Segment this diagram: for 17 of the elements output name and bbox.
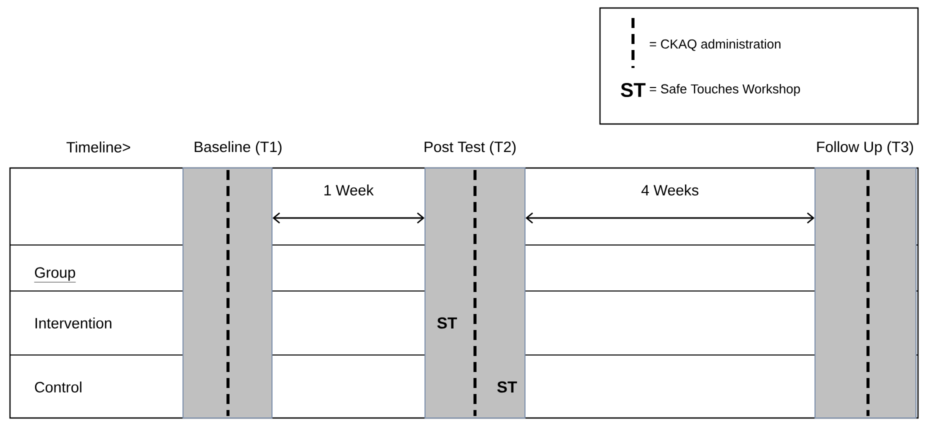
- row-label: Control: [34, 382, 82, 392]
- time-band: Post Test (T2) ST ST: [424, 141, 526, 418]
- node-label: Post Test (T2): [424, 141, 516, 156]
- arrow: [272, 212, 424, 224]
- node-label: Follow Up (T3): [817, 141, 914, 156]
- row-label: Intervention: [36, 318, 112, 328]
- node-label: Baseline (T1): [194, 141, 282, 156]
- legend-entry: = Safe Touches Workshop: [650, 84, 800, 96]
- column-heading: Group: [34, 267, 76, 282]
- edge-label: 4 Weeks: [641, 184, 698, 196]
- arrow: [526, 212, 814, 224]
- legend-symbol: ST: [620, 82, 646, 98]
- time-band: Baseline (T1): [182, 141, 282, 418]
- legend-entry: = CKAQ administration: [650, 39, 780, 51]
- edge-label: 1 Week: [324, 184, 374, 196]
- time-band: Follow Up (T3): [814, 141, 916, 418]
- timeline-label: Timeline>: [66, 142, 130, 152]
